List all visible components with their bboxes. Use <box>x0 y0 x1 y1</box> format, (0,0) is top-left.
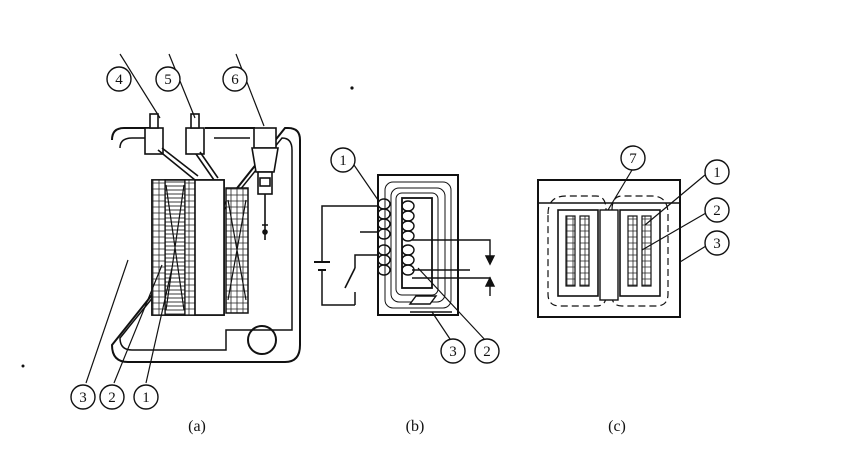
caption-a: (a) <box>188 418 206 435</box>
svg-text:7: 7 <box>629 151 637 167</box>
label-a-6: 6 <box>222 66 248 92</box>
svg-text:6: 6 <box>231 72 239 88</box>
label-c-1: 1 <box>704 159 730 185</box>
label-a-3: 3 <box>70 384 96 410</box>
speck <box>350 86 354 90</box>
secondary-coil-b <box>401 200 415 276</box>
svg-text:3: 3 <box>449 344 457 360</box>
terminal-5 <box>185 113 219 181</box>
core-c-outer <box>537 179 681 318</box>
core-and-coils <box>151 179 249 316</box>
label-b-1: 1 <box>330 147 356 173</box>
svg-text:2: 2 <box>483 344 491 360</box>
terminal-6 <box>251 127 279 240</box>
primary-circuit-b <box>314 205 378 306</box>
svg-text:4: 4 <box>115 72 123 88</box>
svg-text:2: 2 <box>713 203 721 219</box>
diagram-b <box>314 164 496 343</box>
svg-text:2: 2 <box>108 390 116 406</box>
caption-b: (b) <box>406 418 425 435</box>
label-a-4: 4 <box>106 66 132 92</box>
svg-text:1: 1 <box>713 165 721 181</box>
core-b-window <box>401 197 433 289</box>
core-b-outer <box>377 174 459 316</box>
label-a-2: 2 <box>99 384 125 410</box>
diagram-c <box>537 169 707 318</box>
housing-cavity <box>119 137 293 351</box>
labels-c: 7 1 2 3 <box>620 145 730 256</box>
label-b-3: 3 <box>440 338 466 364</box>
diagram-a <box>85 53 301 384</box>
svg-text:1: 1 <box>339 153 347 169</box>
svg-text:3: 3 <box>79 390 87 406</box>
svg-text:3: 3 <box>713 236 721 252</box>
caption-c: (c) <box>608 418 626 435</box>
labels-b: 1 3 2 <box>330 147 500 364</box>
svg-text:1: 1 <box>142 390 150 406</box>
housing-outline <box>110 127 301 363</box>
mounting-hole <box>247 325 277 355</box>
label-c-7: 7 <box>620 145 646 171</box>
label-c-3: 3 <box>704 230 730 256</box>
label-a-1: 1 <box>133 384 159 410</box>
primary-coil-b <box>377 198 391 276</box>
label-c-2: 2 <box>704 197 730 223</box>
terminal-4 <box>144 113 199 181</box>
labels-a: 4 5 6 3 2 1 <box>70 66 248 410</box>
speck <box>21 364 25 368</box>
label-b-2: 2 <box>474 338 500 364</box>
secondary-leads-b <box>412 239 496 296</box>
svg-text:5: 5 <box>164 72 172 88</box>
label-a-5: 5 <box>155 66 181 92</box>
